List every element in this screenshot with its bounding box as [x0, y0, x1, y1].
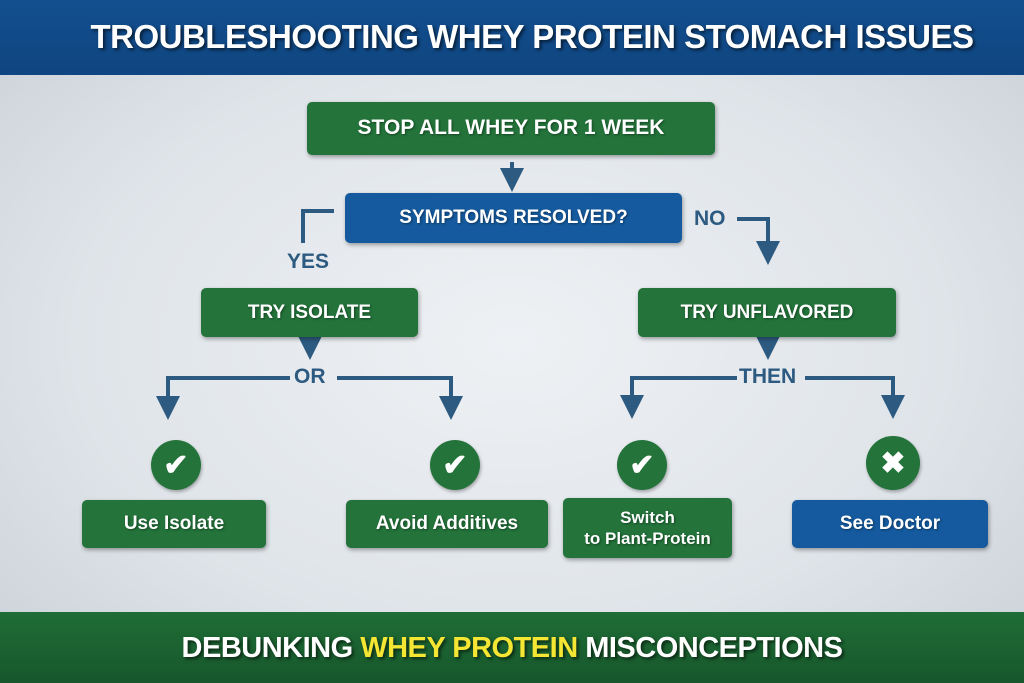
- outcome-avoid-additives: Avoid Additives: [346, 500, 548, 548]
- x-icon: ✖: [866, 436, 920, 490]
- yes-label: YES: [287, 250, 330, 273]
- footer-text-2: MISCONCEPTIONS: [577, 632, 843, 664]
- outcome-see-doctor: See Doctor: [792, 500, 988, 548]
- arrow-or-left: [156, 376, 290, 420]
- outcome-line1: Switch: [620, 507, 675, 527]
- footer-highlight: WHEY PROTEIN: [360, 632, 578, 664]
- footer-text-1: DEBUNKING: [181, 632, 361, 664]
- no-label: NO: [694, 207, 726, 230]
- then-label: THEN: [739, 365, 797, 388]
- try-unflavored-box: TRY UNFLAVORED: [638, 288, 896, 337]
- check-icon: ✔: [430, 440, 480, 490]
- outcome-switch-plant-protein: Switch to Plant-Protein: [563, 498, 732, 558]
- check-icon: ✔: [151, 440, 201, 490]
- arrow-then-left: [620, 376, 737, 419]
- outcome-use-isolate: Use Isolate: [82, 500, 266, 548]
- check-icon: ✔: [617, 440, 667, 490]
- page-title: TROUBLESHOOTING WHEY PROTEIN STOMACH ISS…: [90, 18, 974, 55]
- footer-title: DEBUNKING WHEY PROTEIN MISCONCEPTIONS: [0, 632, 1024, 665]
- or-label: OR: [294, 365, 326, 388]
- yes-bracket: [301, 209, 334, 243]
- start-step-box: STOP ALL WHEY FOR 1 WEEK: [307, 102, 715, 155]
- question-box: SYMPTOMS RESOLVED?: [345, 193, 682, 243]
- arrow-no: [737, 217, 780, 265]
- footer-band: DEBUNKING WHEY PROTEIN MISCONCEPTIONS: [0, 612, 1024, 683]
- outcome-line2: to Plant-Protein: [584, 529, 711, 548]
- arrow-or-right: [337, 376, 463, 420]
- try-isolate-box: TRY ISOLATE: [201, 288, 418, 337]
- header-band: TROUBLESHOOTING WHEY PROTEIN STOMACH ISS…: [0, 0, 1024, 75]
- arrow-then-right: [805, 376, 905, 419]
